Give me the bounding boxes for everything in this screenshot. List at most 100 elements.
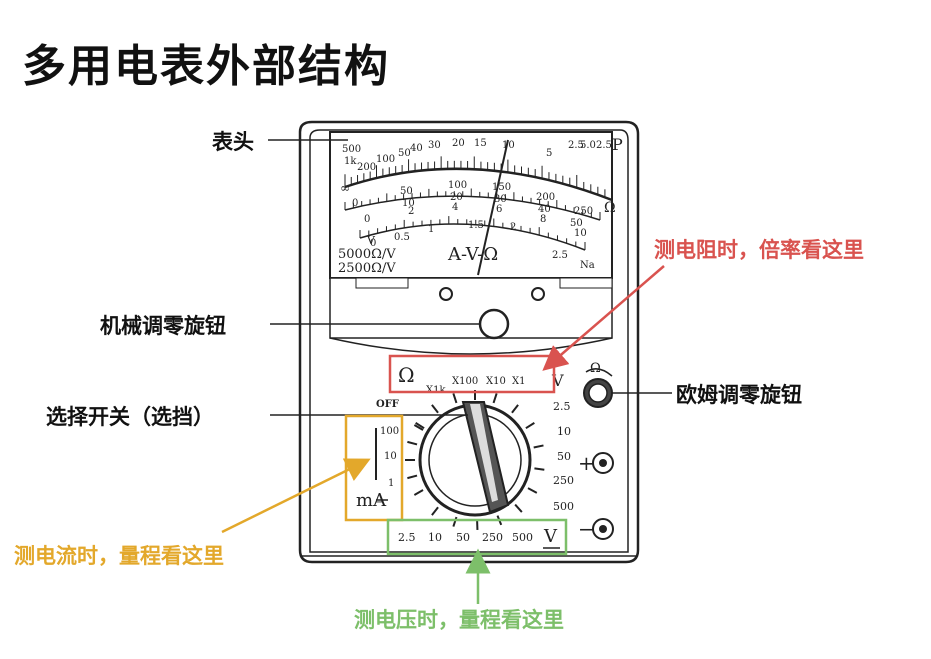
dcv-right-labels: 2.5 10 50 250 500 [553,400,574,513]
scale-na: Na [580,260,595,271]
label-selector: 选择开关（选挡） [46,404,214,429]
svg-text:250: 250 [574,206,593,217]
svg-text:100: 100 [448,180,467,191]
dial-tick [407,474,418,480]
dial-tick [431,404,439,414]
svg-text:15: 15 [474,138,487,149]
svg-text:200: 200 [536,192,555,203]
svg-text:2.5: 2.5 [398,531,416,544]
dial-tick [525,422,535,430]
svg-text:50: 50 [570,218,583,229]
svg-text:5.0: 5.0 [580,140,596,151]
svg-text:250: 250 [553,474,574,487]
dial-tick [534,467,545,471]
dcv-scale-numbers: 0 50 100 150 200 250 [352,180,593,217]
svg-text:2.5: 2.5 [553,400,571,413]
svg-text:10: 10 [557,425,571,438]
svg-text:1k: 1k [344,156,357,167]
svg-text:2.5: 2.5 [568,140,584,151]
svg-text:0: 0 [370,238,376,249]
svg-text:20: 20 [452,138,465,149]
scale-ticks [344,156,613,250]
dial-ticks [405,390,545,530]
dial-tick [413,424,424,431]
dcv-mid-numbers: 10 20 30 40 50 [402,192,583,229]
svg-text:1.5: 1.5 [468,220,484,231]
acv-v-symbol: V [543,526,558,547]
dial-ohm-symbol: Ω [398,363,415,387]
scale-arcs [344,167,613,251]
mechanical-zero-knob[interactable] [478,308,510,340]
plus-sign: + [578,451,595,475]
svg-text:100: 100 [380,426,399,437]
label-mechanical-zero: 机械调零旋钮 [100,313,226,338]
dial-tick [527,487,538,494]
scale-infinity: ∞ [340,181,350,195]
svg-text:0: 0 [352,198,358,209]
svg-text:6: 6 [496,204,502,215]
meter-needle [477,139,509,276]
scale-v-under: V [366,234,376,247]
ac-low-numbers: 0 0.5 1 1.5 2 2.5 [370,220,568,261]
dial-tick [514,503,523,513]
svg-text:4: 4 [452,202,458,213]
screw-right [531,287,545,301]
svg-text:0.5: 0.5 [394,232,410,243]
jack-minus[interactable] [592,518,614,540]
svg-text:150: 150 [492,182,511,193]
screw-left [439,287,453,301]
svg-text:10: 10 [574,228,587,239]
ohm-range-labels: X1k X100 X10 X1 [426,376,525,396]
selector-dial[interactable] [418,401,532,517]
scale-omega: Ω [604,200,616,216]
ma-range-labels: 100 10 1 [380,426,399,489]
svg-text:500: 500 [553,500,574,513]
ohm-knob-label: Ω [590,361,601,376]
svg-text:10: 10 [428,531,442,544]
svg-text:2: 2 [408,206,414,217]
scale-sensitivity-1: 5000Ω/V [338,247,396,262]
svg-text:X1: X1 [512,376,525,387]
label-meter-head: 表头 [212,129,254,154]
acv-bottom-labels: 2.5 10 50 250 500 [398,531,533,544]
svg-text:40: 40 [410,143,423,154]
scale-sensitivity-2: 2500Ω/V [338,261,396,276]
svg-text:8: 8 [540,214,546,225]
svg-text:X10: X10 [486,376,506,387]
dial-tick [492,393,498,404]
ma-unit: mA [356,490,387,511]
jack-plus[interactable] [592,452,614,474]
dial-tick [407,440,418,446]
svg-text:0: 0 [364,214,370,225]
label-ohm-zero: 欧姆调零旋钮 [676,382,802,407]
svg-text:10: 10 [502,140,515,151]
dial-tick [415,422,425,430]
ohm-zero-knob[interactable] [583,368,613,408]
ohm-range-box [388,354,556,394]
svg-text:100: 100 [376,154,395,165]
meter-window [329,131,613,355]
scale-avo: A-V-Ω [447,244,498,265]
svg-text:1: 1 [388,478,394,489]
svg-text:10: 10 [384,451,397,462]
dcv-low-numbers: 0 2 4 6 8 10 [364,202,587,239]
svg-text:30: 30 [428,140,441,151]
dial-tick [413,489,424,496]
dial-off: OFF [376,399,399,410]
svg-text:2.5: 2.5 [552,250,568,261]
dial-tick [452,516,458,527]
minus-sign: − [578,517,595,541]
svg-text:250: 250 [482,531,503,544]
scale-letter-p: P [612,135,623,154]
svg-text:2: 2 [510,222,516,233]
svg-text:40: 40 [538,204,551,215]
svg-text:20: 20 [450,192,463,203]
dial-tick [511,404,519,414]
dial-tick [533,444,544,449]
svg-text:5: 5 [546,148,552,159]
svg-text:500: 500 [512,531,533,544]
svg-text:500: 500 [342,144,361,155]
dial-tick [431,506,439,516]
svg-text:X100: X100 [452,376,478,387]
